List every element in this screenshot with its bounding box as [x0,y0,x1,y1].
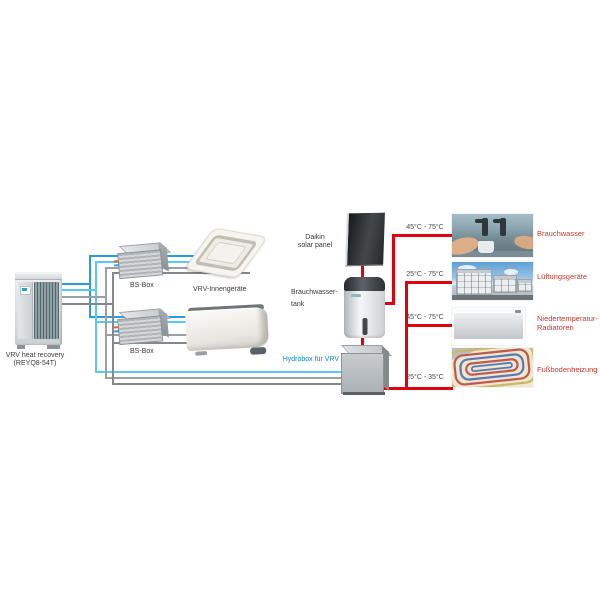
glass [478,241,494,253]
pipe-gray-to-hydrobox [105,377,344,379]
daikin-logo [20,286,31,295]
bs-box-front-face [117,249,164,280]
console-indoor-unit [184,304,269,356]
solar-panel [345,212,385,267]
cloud [458,265,476,272]
tank-slit [362,318,367,335]
faucet-icon [475,218,488,236]
temp-label-fussboden: 25°C - 35°C [406,374,444,381]
solar-label-line2: solar panel [297,242,333,249]
pipe-red-solar-to-tank [361,264,364,280]
air-handling-unit [456,269,492,295]
outdoor-unit-grille [34,282,59,339]
pipe-stub [114,264,120,267]
outdoor-unit-label: VRV heat recovery (REYQ8-54T) [4,352,66,368]
pipe-red-to-radiator [405,324,453,327]
pipe-cyan-to-console [95,321,245,323]
outdoor-unit-panel [18,282,33,339]
brauchwasser-photo [452,214,533,257]
console-end-cap [255,306,269,348]
pipe-red-tank-out [382,302,395,305]
outdoor-unit-feet [17,345,60,349]
vrv-outdoor-unit [15,272,62,349]
indoor-units-label: VRV-Innengeräte [193,286,247,293]
pipe-darkgray-to-cassette [112,272,250,274]
console-foot [195,351,208,356]
pipe-red-riser-tank [392,234,395,305]
cloud [504,269,518,275]
faucet-icon [493,218,506,236]
pipe-gray-riser [105,267,107,379]
pipe-stub [114,330,120,333]
floor-heating-coil [452,348,533,387]
radiator-panel [454,312,523,339]
air-handling-unit [517,279,532,292]
hydrobox-base [343,392,385,395]
lueftungsgeraete-photo [452,262,533,300]
output-label-fussboden: Fußbodenheizung [537,365,598,374]
bs-box-top-unit [113,242,172,280]
counter [452,251,533,257]
bs-box-bottom-label: BS-Box [130,348,154,355]
pipe-cyan-to-hydrobox [95,371,344,373]
bs-box-top-label: BS-Box [130,282,154,289]
pipe-stub [113,260,119,263]
output-label-lueftung: Lüftungsgeräte [537,272,588,281]
hydrobox-label: Hydrobox für VRV [282,356,339,363]
output-label-brauchwasser: Brauchwasser [537,229,585,238]
outdoor-unit-name: VRV heat recovery [5,352,65,359]
pipe-cyan-riser [95,261,97,373]
ground [452,295,533,300]
solar-panel-label: Daikin solar panel [292,234,338,250]
pipe-cyan-to-cassette [95,261,245,263]
outdoor-unit-top [15,272,62,280]
pipe-darkgray-to-hydrobox [112,383,344,385]
pipe-red-to-brauchwasser [392,234,453,237]
radiator-photo [452,308,525,345]
pipe-red-riser-hydrobox [405,281,408,390]
temp-label-brauchwasser: 45°C - 75°C [406,224,444,231]
bs-box-bottom-unit [113,308,172,346]
output-label-radiator: Niedertemperatur-Radiatoren [537,314,598,332]
pipe-cyan-from-outdoor [62,289,97,291]
hydrobox-unit [341,345,392,395]
pipe-darkgray-to-console [112,342,255,344]
domestic-hot-water-tank [344,277,385,338]
pipe-darkgray-from-outdoor [62,303,114,305]
air-handling-unit [493,275,517,293]
fussbodenheizung-photo [452,348,533,387]
temp-label-lueftung: 25°C - 75°C [406,271,444,278]
pipe-darkgray-riser [112,272,114,385]
pipe-gray-to-console [105,334,240,336]
outdoor-unit-model: (REYQ8-54T) [13,360,57,367]
pipe-gray-from-outdoor [62,296,107,298]
pipe-blue-from-outdoor [62,283,91,285]
tank-cap [344,277,385,291]
tank-display [351,294,361,297]
pipe-red-to-lueftung [405,281,453,284]
tank-label-line2: tank [291,301,305,308]
ceiling-cassette-indoor-unit [183,227,269,279]
bs-box-front-face [117,315,164,346]
radiator-valve [515,310,521,313]
solar-label-line1: Daikin [305,234,325,241]
temp-label-radiator: 45°C - 75°C [406,314,444,321]
hydrobox-front-face [341,353,384,394]
pipe-blue-riser [89,255,91,318]
pipe-gray-to-cassette [105,267,235,269]
pipe-red-hydrobox-out [384,387,453,390]
pipe-stub [113,326,119,329]
pipe-red-tank-to-hydrobox [361,336,364,352]
hand [513,233,533,252]
tank-label-line1: Brauchwasser- [291,289,338,296]
console-foot [249,346,267,355]
tank-label: Brauchwasser- tank [291,289,343,309]
